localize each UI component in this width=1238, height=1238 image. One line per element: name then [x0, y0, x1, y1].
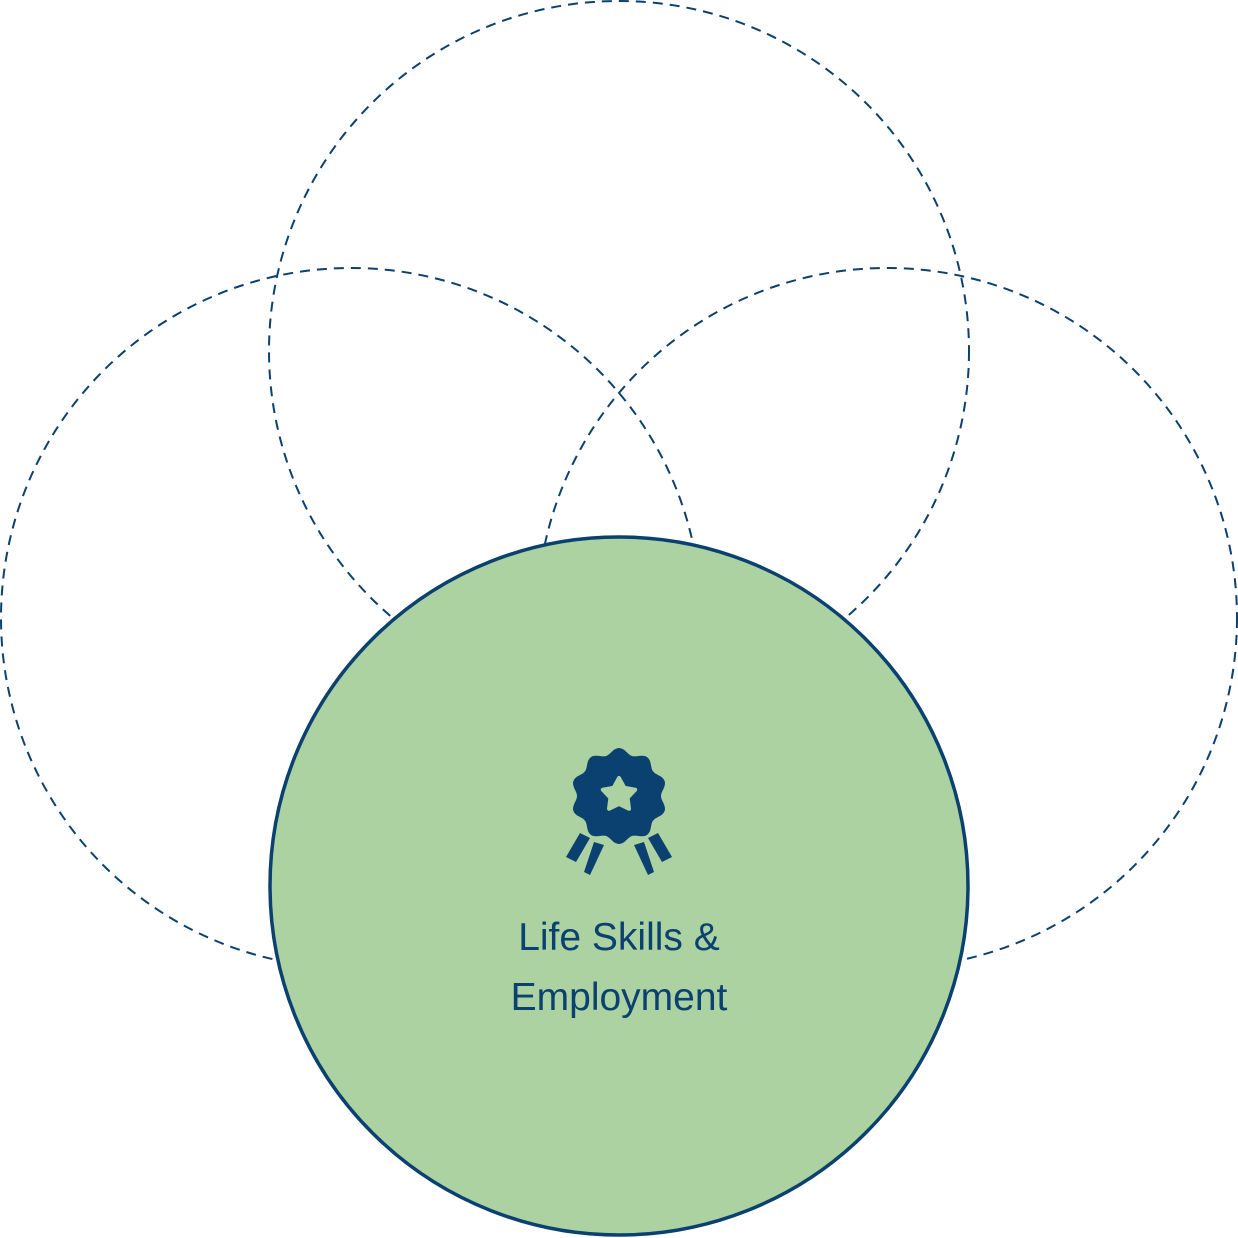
ribbon-left-inner-icon: [584, 842, 604, 875]
ribbon-right-inner-icon: [634, 842, 654, 875]
ribbon-right-icon: [648, 833, 672, 862]
ribbon-left-icon: [566, 833, 590, 862]
star-icon: [600, 776, 638, 811]
focus-circle: [268, 535, 970, 1237]
focus-label-line-1: Life Skills &: [518, 916, 720, 959]
focus-label-line-2: Employment: [510, 976, 728, 1019]
award-ribbon-icon: [566, 748, 672, 875]
